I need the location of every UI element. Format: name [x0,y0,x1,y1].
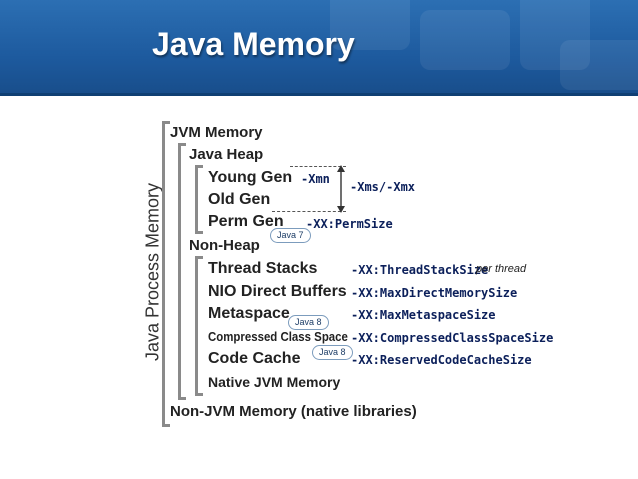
non-jvm-memory-label: Non-JVM Memory (native libraries) [170,403,417,420]
heap-top-guide [290,166,346,167]
slide-title: Java Memory [152,26,355,62]
perm-gen-label: Perm Gen [208,213,284,230]
xms-xmx-flag: -Xms/-Xmx [350,180,416,194]
compressed-class-space-size-flag: -XX:CompressedClassSpaceSize [351,331,554,345]
max-direct-memory-flag: -XX:MaxDirectMemorySize [351,286,518,300]
old-gen-label: Old Gen [208,191,271,208]
heap-size-arrow-icon [337,165,345,213]
non-heap-label: Non-Heap [189,237,260,254]
java-process-memory-label: Java Process Memory [142,182,163,362]
puzzle-decoration [420,10,510,70]
process-memory-bracket [162,121,170,427]
puzzle-decoration [520,0,590,70]
java-heap-bracket [195,165,203,234]
metaspace-label: Metaspace [208,305,290,322]
puzzle-decoration [330,0,410,50]
java8-code-cache-badge: Java 8 [312,345,353,360]
native-jvm-memory-label: Native JVM Memory [208,374,341,390]
header-rule [0,93,638,96]
max-metaspace-flag: -XX:MaxMetaspaceSize [351,308,496,322]
thread-stacks-label: Thread Stacks [208,260,318,277]
java-heap-label: Java Heap [189,146,264,163]
heap-bottom-guide [272,211,346,212]
jvm-memory-label: JVM Memory [170,124,263,141]
header-banner [0,0,638,96]
puzzle-decoration [560,40,638,90]
young-gen-label: Young Gen [208,169,293,186]
per-thread-note: per thread [476,263,527,275]
code-cache-label: Code Cache [208,350,301,367]
compressed-class-space-label: Compressed Class Space [208,329,348,344]
xmn-flag: -Xmn [301,172,330,186]
thread-stack-size-flag: -XX:ThreadStackSize [351,263,489,277]
nio-direct-buffers-label: NIO Direct Buffers [208,283,347,300]
jvm-memory-bracket [178,143,186,400]
reserved-code-cache-flag: -XX:ReservedCodeCacheSize [351,353,532,367]
non-heap-bracket [195,256,203,396]
java8-metaspace-badge: Java 8 [288,315,329,330]
java7-badge: Java 7 [270,228,311,243]
permsize-flag: -XX:PermSize [306,217,393,231]
